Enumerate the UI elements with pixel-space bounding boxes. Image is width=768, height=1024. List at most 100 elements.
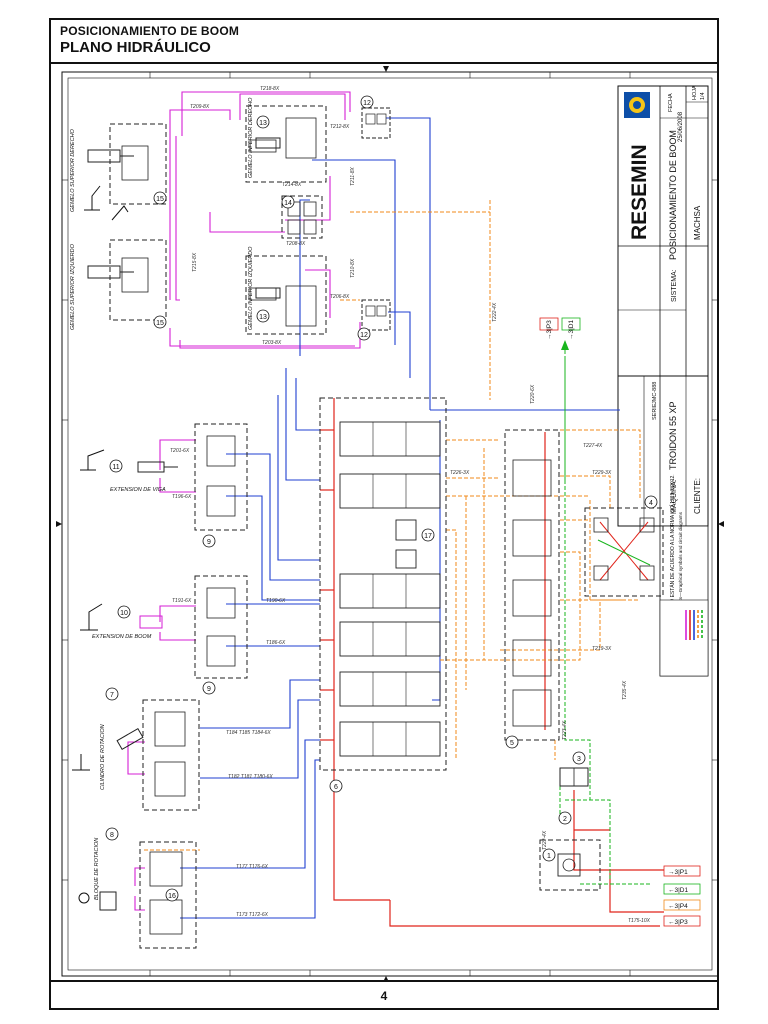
component-7-label: 7	[110, 692, 114, 699]
component-5-label: 5	[510, 740, 514, 747]
hose-label-29: T175-10X	[628, 918, 651, 924]
hose-label-7: T208-8X	[286, 241, 306, 247]
serie-value: JMC-888	[652, 382, 658, 404]
component-13a-label: 13	[259, 120, 267, 127]
valve-bank-5	[504, 429, 560, 741]
header-title-line2: PLANO HIDRÁULICO	[60, 39, 211, 56]
label-gemelo-sup-izq: GEMELO SUPERIOR IZQUIERDO	[70, 243, 76, 330]
label-gemelo-sup-der: GEMELO SUPERIOR DERECHO	[70, 128, 76, 212]
client-value: MACHSA	[693, 205, 702, 240]
component-9a-label: 9	[207, 539, 211, 546]
machine-icons	[72, 185, 129, 904]
component-4-label: 4	[649, 500, 653, 507]
ref-4: ←3|D1	[668, 887, 688, 894]
valve-block-7	[142, 699, 200, 811]
hose-label-27: T223-4X	[562, 720, 568, 740]
hose-label-17: T182 T181 T180-6X	[228, 774, 273, 780]
boom-lines	[127, 91, 361, 911]
valve-block-12b	[361, 299, 391, 331]
center-markers	[56, 66, 724, 982]
hose-label-22: T226-3X	[450, 470, 470, 476]
return-lines	[180, 117, 620, 919]
component-1-label: 1	[547, 853, 551, 860]
hose-label-6: T215-8X	[192, 252, 198, 272]
hose-label-28: T222-4X	[542, 830, 548, 850]
pilot-lines	[144, 200, 641, 851]
component-15a-label: 15	[156, 196, 164, 203]
system-label: SISTEMA:	[671, 269, 678, 302]
ref-6: ←3|P3	[668, 919, 688, 926]
hose-label-20: T220-6X	[530, 384, 536, 404]
resemin-logo	[624, 92, 650, 118]
hose-label-24: T227-4X	[583, 443, 603, 449]
hose-label-9: T206-8X	[330, 294, 350, 300]
pressure-lines	[320, 398, 664, 927]
hose-label-26: T235-4X	[622, 680, 628, 700]
valve-block-12a	[361, 107, 391, 139]
component-17-label: 17	[424, 533, 432, 540]
label-gemelo-inf-der: GEMELO INFERIOR DERECHO	[248, 97, 254, 178]
hoja-label: HOJA	[692, 85, 698, 100]
border-ticks	[62, 72, 718, 976]
valve-bank-6	[319, 397, 447, 771]
hose-label-23: T229-3X	[592, 470, 612, 476]
valve-block-13a	[245, 105, 327, 183]
ref-3: →3|P1	[668, 869, 688, 876]
line-arrows	[561, 340, 569, 350]
page-number: 4	[380, 989, 388, 1003]
fecha-value: 25/06/2008	[678, 111, 684, 142]
serie-label: SERIE	[652, 403, 658, 420]
header-title-line1: POSICIONAMIENTO DE BOOM	[60, 24, 240, 38]
label-cil-rotacion: CILINDRO DE ROTACION	[100, 724, 106, 790]
client-label: CLIENTE:	[693, 478, 702, 514]
machine-label: MÁQUINA:	[669, 479, 678, 514]
pump-unit-1	[539, 839, 601, 891]
cylinder-symbols	[87, 137, 281, 911]
color-legend	[659, 599, 709, 677]
ref-5: ←3|P4	[668, 903, 688, 910]
hose-label-16: T184 T185 T184-6X	[226, 730, 271, 736]
component-12a-label: 12	[363, 100, 371, 107]
component-13b-label: 13	[259, 314, 267, 321]
hose-label-19: T173 T172-6X	[236, 912, 269, 918]
description-labels: EXTENSION DE VIGA EXTENSION DE BOOM CILI…	[70, 97, 254, 900]
label-bloque-rotacion: BLOQUE DE ROTACION	[94, 838, 100, 900]
hose-label-21: T222-4X	[492, 302, 498, 322]
hose-label-25: T219-3X	[592, 646, 612, 652]
hose-label-15: T186-6X	[266, 640, 286, 646]
shuttle-block-4	[584, 507, 664, 597]
title-block-lower: MÁQUINA: TROIDON 55 XP CLIENTE: SERIE JM…	[617, 375, 709, 527]
hose-label-11: T201-6X	[170, 448, 190, 454]
valve-block-15b	[109, 239, 167, 321]
component-16-label: 15	[156, 320, 164, 327]
hose-label-2: T209-8X	[190, 104, 210, 110]
component-10-label: 10	[120, 610, 128, 617]
hose-label-10: T203-8X	[262, 340, 282, 346]
component-12b-label: 12	[360, 332, 368, 339]
hose-label-14: T190-6X	[266, 598, 286, 604]
hose-label-5: T214-8X	[282, 182, 302, 188]
label-extension-boom: EXTENSION DE BOOM	[92, 634, 152, 640]
drain-lines	[559, 344, 650, 885]
valve-block-8	[139, 841, 197, 949]
valve-block-9a	[194, 423, 248, 531]
component-9b-label: 9	[207, 686, 211, 693]
hose-label-3: T212-8X	[330, 124, 350, 130]
ref-2: →3|D1	[568, 320, 575, 340]
label-gemelo-inf-izq: GEMELO INFERIOR IZQUIERDO	[248, 246, 254, 330]
norm-note-2: Fluid power systems and components—Graph…	[678, 511, 683, 674]
hose-label-12: T196-6X	[172, 494, 192, 500]
hose-label-4: T211-8X	[350, 167, 356, 186]
hose-label-18: T177 T176-6X	[236, 864, 269, 870]
component-11-label: 11	[112, 464, 119, 471]
cross-references: →3|P3 →3|D1 →3|P1 ←3|D1 ←3|P4 ←3|P3	[539, 317, 701, 927]
component-6-label: 6	[334, 784, 338, 791]
component-8-label: 8	[110, 832, 114, 839]
hose-labels: T218-8X T209-8X T212-8X T211-8X T214-8X …	[170, 86, 651, 924]
component-2-label: 2	[563, 816, 567, 823]
hose-label-1: T218-8X	[260, 86, 280, 92]
valve-block-15a	[109, 123, 167, 205]
hose-label-13: T191-6X	[172, 598, 192, 604]
ref-1: →3|P3	[546, 320, 553, 340]
